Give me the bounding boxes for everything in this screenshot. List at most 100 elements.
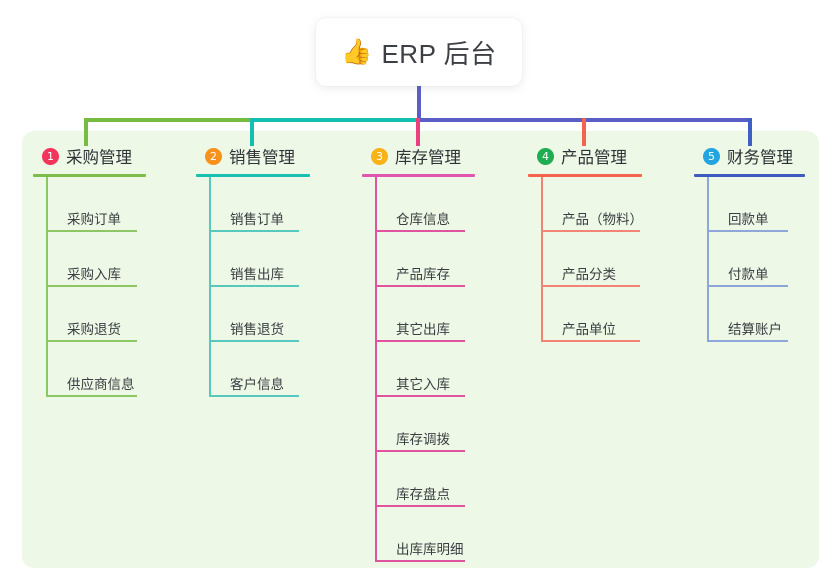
branch-item-underline: [376, 340, 465, 342]
branch-item[interactable]: 产品（物料）: [542, 177, 643, 232]
branch-spine: [209, 177, 211, 397]
branch-item-label: 供应商信息: [67, 377, 135, 392]
branch-column-4: 4 产品管理产品（物料） 产品分类产品单位: [528, 143, 643, 342]
branch-item[interactable]: 产品分类: [542, 232, 642, 287]
branch-item-underline: [708, 285, 788, 287]
branch-item-list: 产品（物料） 产品分类产品单位: [528, 177, 643, 342]
branch-item-label: 采购订单: [67, 212, 121, 227]
branch-number-badge: 1: [42, 147, 59, 165]
branch-item[interactable]: 销售订单: [210, 177, 310, 232]
branch-item-underline: [210, 285, 299, 287]
branch-item-list: 销售订单销售出库销售退货客户信息: [196, 177, 310, 397]
branch-item-underline: [47, 340, 137, 342]
branch-title: 财务管理: [727, 149, 793, 167]
branch-item-label: 产品分类: [562, 267, 616, 282]
branch-number-badge: 4: [537, 147, 554, 165]
branch-item-label: 销售订单: [230, 212, 284, 227]
root-title: ERP 后台: [381, 38, 497, 69]
branch-item-underline: [376, 505, 465, 507]
branch-spine: [707, 177, 709, 342]
branch-item-list: 采购订单采购入库采购退货供应商信息: [33, 177, 146, 397]
branch-item-label: 采购入库: [67, 267, 121, 282]
branch-item-underline: [542, 230, 640, 232]
branch-spine: [375, 177, 377, 562]
branch-item-label: 结算账户: [728, 322, 782, 337]
branch-title: 库存管理: [395, 149, 461, 167]
branch-header-2[interactable]: 2 销售管理: [196, 143, 310, 169]
branch-item-underline: [542, 285, 640, 287]
branch-number-badge: 2: [205, 147, 222, 165]
branch-header-5[interactable]: 5 财务管理: [694, 143, 805, 169]
branch-item-underline: [47, 230, 137, 232]
branch-item-list: 仓库信息产品库存其它出库其它入库库存调拨库存盘点出库库明细: [362, 177, 475, 562]
branch-item[interactable]: 销售出库: [210, 232, 310, 287]
branch-item-underline: [542, 340, 640, 342]
branch-item-label: 库存盘点: [396, 487, 450, 502]
branch-item[interactable]: 出库库明细: [376, 507, 475, 562]
branch-item[interactable]: 其它出库: [376, 287, 475, 342]
branch-item[interactable]: 采购订单: [47, 177, 146, 232]
branch-underline: [362, 174, 475, 177]
branch-item-label: 产品单位: [562, 322, 616, 337]
branch-item[interactable]: 库存调拨: [376, 397, 475, 452]
branch-item-label: 销售出库: [230, 267, 284, 282]
branch-item-underline: [47, 395, 137, 397]
branch-item-underline: [210, 395, 299, 397]
branch-number-badge: 5: [703, 147, 720, 165]
branch-item-label: 采购退货: [67, 322, 121, 337]
branch-header-3[interactable]: 3 库存管理: [362, 143, 475, 169]
branch-item[interactable]: 供应商信息: [47, 342, 146, 397]
branch-item[interactable]: 产品单位: [542, 287, 642, 342]
branch-item-underline: [708, 340, 788, 342]
branch-item-underline: [376, 230, 465, 232]
branch-item-label: 其它入库: [396, 377, 450, 392]
branch-item-label: 销售退货: [230, 322, 284, 337]
branch-item-label: 仓库信息: [396, 212, 450, 227]
branch-item-label: 库存调拨: [396, 432, 450, 447]
branch-number-badge: 3: [371, 147, 388, 165]
branch-underline: [196, 174, 310, 177]
branch-item[interactable]: 仓库信息: [376, 177, 475, 232]
branch-item-label: 客户信息: [230, 377, 284, 392]
branch-item[interactable]: 付款单: [708, 232, 805, 287]
branch-title: 产品管理: [561, 149, 627, 167]
branch-underline: [694, 174, 805, 177]
branch-spine: [541, 177, 543, 342]
branch-item[interactable]: 客户信息: [210, 342, 310, 397]
branch-item-label: 回款单: [728, 212, 769, 227]
branch-underline: [528, 174, 642, 177]
branch-item[interactable]: 产品库存: [376, 232, 475, 287]
branch-item-underline: [376, 395, 465, 397]
branch-item-label: 付款单: [728, 267, 769, 282]
branch-item[interactable]: 库存盘点: [376, 452, 475, 507]
branches-panel: [22, 131, 819, 568]
branch-item[interactable]: 回款单: [708, 177, 805, 232]
branch-header-1[interactable]: 1 采购管理: [33, 143, 146, 169]
branch-item[interactable]: 其它入库: [376, 342, 475, 397]
branch-item[interactable]: 采购退货: [47, 287, 146, 342]
branch-spine: [46, 177, 48, 397]
branch-item-label: 其它出库: [396, 322, 450, 337]
branch-item-underline: [376, 560, 465, 562]
branch-item[interactable]: 结算账户: [708, 287, 805, 342]
root-node[interactable]: 👍 ERP 后台: [316, 18, 522, 86]
branch-item-underline: [376, 285, 465, 287]
branch-item[interactable]: 采购入库: [47, 232, 146, 287]
branch-item-list: 回款单付款单结算账户: [694, 177, 805, 342]
branch-item-label: 出库库明细: [396, 542, 464, 557]
branch-column-5: 5 财务管理回款单付款单结算账户: [694, 143, 805, 342]
branch-item-label: 产品库存: [396, 267, 450, 282]
branch-item-underline: [47, 285, 137, 287]
branch-item-underline: [210, 340, 299, 342]
branch-header-4[interactable]: 4 产品管理: [528, 143, 642, 169]
branch-column-2: 2 销售管理销售订单销售出库销售退货客户信息: [196, 143, 310, 397]
branch-column-3: 3 库存管理仓库信息产品库存其它出库其它入库库存调拨库存盘点出库库明细: [362, 143, 475, 562]
branch-item[interactable]: 销售退货: [210, 287, 310, 342]
branch-title: 采购管理: [66, 149, 132, 167]
branch-underline: [33, 174, 146, 177]
branch-item-label: 产品（物料）: [562, 212, 643, 227]
branch-title: 销售管理: [229, 149, 295, 167]
branch-column-1: 1 采购管理采购订单采购入库采购退货供应商信息: [33, 143, 146, 397]
branch-item-underline: [708, 230, 788, 232]
